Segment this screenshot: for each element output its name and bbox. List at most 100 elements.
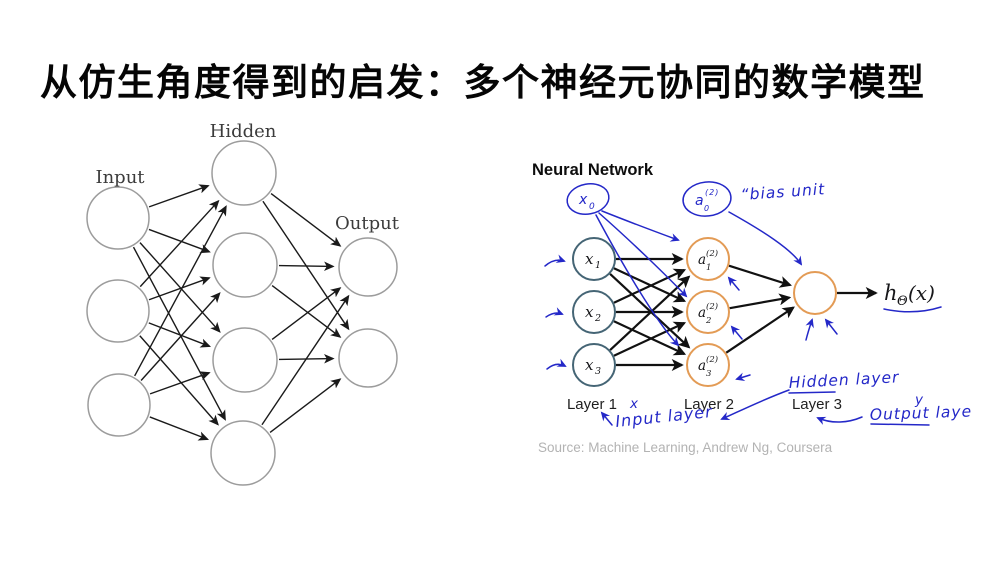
edge-input2-hidden4 (139, 335, 219, 426)
x2-input-arrow (545, 307, 564, 318)
a-node-label-sup-2: (2) (706, 301, 718, 312)
a-node-label-sup-3: (2) (706, 354, 718, 365)
a-node-label-sub-2: 2 (705, 316, 711, 326)
right-network-nodes (572, 237, 837, 387)
layer-1-label: Layer 1 (567, 396, 617, 413)
left-output-label: Output (335, 213, 400, 234)
edge-x1-a3 (609, 273, 691, 349)
a-node-label-sub-3: 3 (706, 369, 711, 379)
x1-input-arrow (544, 254, 566, 267)
layer-2-label: Layer 2 (684, 396, 734, 413)
left-network-edges (132, 184, 350, 441)
slide-title: 从仿生角度得到的启发：多个神经元协同的数学模型 (40, 61, 926, 104)
edge-input1-hidden4 (132, 246, 226, 421)
left-hidden-node-2 (212, 232, 278, 298)
edge-hidden2-output1 (278, 261, 335, 272)
x3-input-arrow (546, 358, 567, 370)
left-network-nodes (86, 140, 398, 486)
x-node-2 (572, 290, 616, 334)
edge-input3-hidden3 (149, 371, 211, 395)
left-hidden-node-3 (212, 327, 278, 393)
bias-x0-sub: 0 (589, 202, 596, 212)
left-network-diagram: Input Hidden Output (86, 121, 400, 486)
a-node-label-base-1: a (698, 252, 706, 268)
output-formula: h Θ (x) (884, 281, 935, 309)
hidden-layer-label: Hidden layer (788, 368, 900, 392)
a0-to-output-arrow (728, 211, 803, 266)
input-layer-pointer (600, 411, 613, 426)
edge-x1-a2 (613, 267, 687, 303)
layer-3-label: Layer 3 (792, 396, 842, 413)
a-node-label-base-2: a (698, 305, 706, 321)
bias-a0-base: a (695, 193, 705, 209)
a-node-label-sup-1: (2) (706, 248, 718, 259)
edge-hidden1-output1 (270, 192, 342, 247)
left-output-node-2 (338, 328, 398, 388)
a-node-label-base-3: a (698, 358, 706, 374)
bias-x0-circle (566, 183, 610, 215)
x-node-label-base-2: x (585, 303, 594, 321)
x-node-1 (572, 237, 616, 281)
x0-to-a1-arrow (601, 210, 680, 242)
a-node-1 (686, 237, 730, 281)
x-node-3 (572, 343, 616, 387)
edge-input2-hidden3 (148, 322, 212, 348)
edge-input3-hidden1 (134, 205, 227, 377)
edge-x2-a3 (613, 320, 687, 356)
edge-input1-hidden2 (148, 228, 211, 254)
figure-title: Neural Network (532, 161, 654, 179)
x0-to-a2-arrow (598, 212, 688, 298)
x-node-label-sub-1: 1 (595, 260, 601, 271)
a2-pointer-arrow (730, 325, 743, 340)
edge-hidden3-output1 (271, 287, 342, 341)
edge-input3-hidden2 (140, 292, 221, 381)
hidden-underline (788, 391, 836, 394)
x-node-label-sub-3: 3 (595, 366, 601, 377)
edge-hidden1-output2 (262, 200, 350, 331)
edge-input1-hidden3 (139, 242, 221, 333)
output-node (793, 271, 837, 315)
a-node-label-sub-1: 1 (706, 263, 711, 273)
edge-x3-a1 (609, 275, 691, 351)
x-mark: x (629, 396, 639, 412)
bias-unit-label: “bias unit (740, 180, 826, 204)
edge-x2-a1 (613, 268, 687, 304)
edge-input2-hidden1 (139, 199, 220, 288)
edge-input3-hidden4 (149, 416, 210, 441)
left-input-label: Input (95, 167, 145, 188)
left-input-node-2 (86, 279, 150, 343)
bias-a0-sup: (2) (705, 188, 719, 197)
edge-hidden4-output1 (261, 294, 350, 426)
left-hidden-node-1 (211, 140, 277, 206)
hidden-layer-pointer (720, 389, 790, 420)
a-node-3 (686, 343, 730, 387)
edge-input1-hidden1 (148, 184, 210, 208)
a1-pointer-arrow (727, 276, 740, 291)
output-pointer-arrow-2 (824, 318, 838, 335)
edge-a3-output (725, 306, 795, 354)
handwritten-annotations: x 0 a (2) 0 “bias unit x y Input layer H… (544, 180, 973, 431)
edge-hidden2-output2 (271, 284, 342, 338)
formula-underline (883, 306, 942, 313)
formula-base: h (884, 281, 898, 305)
a-node-2 (686, 290, 730, 334)
bias-a0-sub: 0 (704, 204, 710, 213)
edge-x3-a2 (613, 321, 687, 357)
output-underline (870, 423, 930, 426)
formula-arg: (x) (908, 281, 935, 305)
output-layer-label: Output laye (870, 402, 973, 424)
y-mark: y (914, 392, 924, 408)
left-input-node-1 (86, 186, 150, 250)
edge-a1-output (728, 264, 792, 288)
output-pointer-arrow-1 (805, 318, 814, 341)
output-layer-pointer (816, 416, 863, 425)
source-caption: Source: Machine Learning, Andrew Ng, Cou… (538, 440, 833, 455)
left-hidden-label: Hidden (210, 121, 277, 142)
x-node-label-sub-2: 2 (594, 313, 601, 324)
edge-hidden4-output2 (269, 378, 342, 433)
bias-x0-base: x (578, 192, 588, 208)
